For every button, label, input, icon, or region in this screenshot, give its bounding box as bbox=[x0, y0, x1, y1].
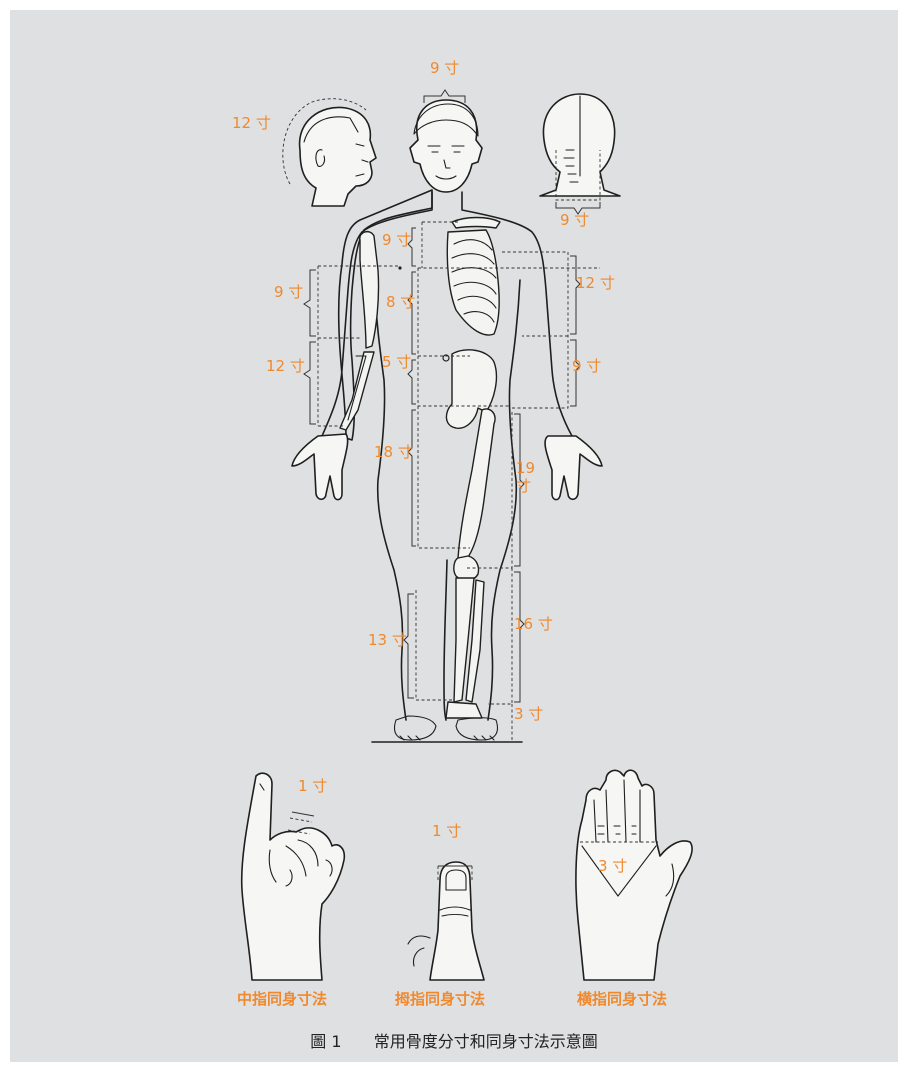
forearm-label: 12 寸 bbox=[266, 358, 305, 375]
ankle-label: 3 寸 bbox=[514, 706, 543, 723]
thumb-method-label: 拇指同身寸法 bbox=[395, 988, 485, 1009]
four-finger-hand bbox=[576, 770, 692, 980]
neck-back-label: 9 寸 bbox=[560, 212, 589, 229]
thigh-outer-label-unit: 寸 bbox=[516, 478, 531, 495]
thumb-hand bbox=[408, 862, 484, 980]
abdomen-label: 5 寸 bbox=[382, 354, 411, 371]
upper-arm-label: 9 寸 bbox=[274, 284, 303, 301]
middle-finger-hand bbox=[242, 773, 345, 980]
four-finger-method-label: 横指同身寸法 bbox=[577, 988, 667, 1009]
back-head-icon bbox=[540, 94, 620, 214]
figure-title: 常用骨度分寸和同身寸法示意圖 bbox=[374, 1028, 598, 1052]
side-head-icon bbox=[283, 99, 376, 206]
shin-outer-label: 16 寸 bbox=[514, 616, 553, 633]
head-width-label: 9 寸 bbox=[430, 60, 459, 77]
middle-finger-method-label: 中指同身寸法 bbox=[237, 988, 327, 1009]
figure-number: 圖 1 bbox=[310, 1028, 341, 1052]
shin-inner-label: 13 寸 bbox=[368, 632, 407, 649]
thigh-inner-label: 18 寸 bbox=[374, 444, 413, 461]
upper-arm-right-label: 12 寸 bbox=[576, 275, 615, 292]
head-side-label: 12 寸 bbox=[232, 115, 271, 132]
thumb-cun-label: 1 寸 bbox=[432, 823, 461, 840]
forearm-right-label: 9 寸 bbox=[572, 358, 601, 375]
four-finger-cun-label: 3 寸 bbox=[598, 858, 627, 875]
middle-finger-cun-label: 1 寸 bbox=[298, 778, 327, 795]
chest-mid-label: 8 寸 bbox=[386, 294, 415, 311]
thigh-outer-label-number: 19 bbox=[516, 460, 535, 477]
chest-top-label: 9 寸 bbox=[382, 232, 411, 249]
figure-caption: 圖 1 常用骨度分寸和同身寸法示意圖 bbox=[0, 1028, 908, 1052]
